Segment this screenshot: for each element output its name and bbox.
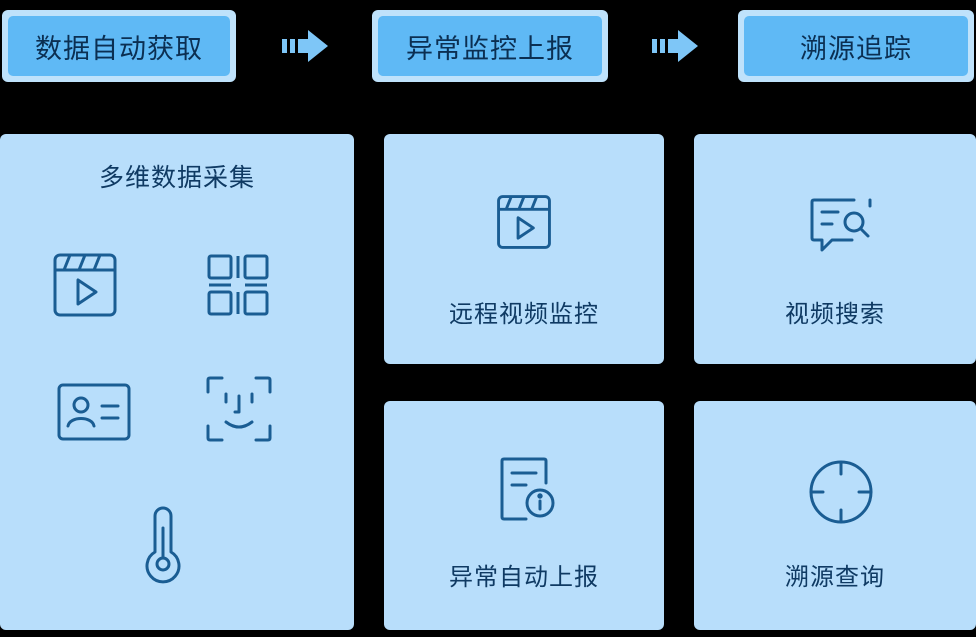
trace-query-label: 溯源查询: [785, 563, 885, 591]
flow-arrow-icon: [652, 30, 698, 62]
stage-header-data-acquisition: 数据自动获取: [2, 10, 236, 82]
flow-arrow-icon: [282, 30, 328, 62]
remote-monitor-label: 远程视频监控: [449, 300, 599, 328]
stage-title: 数据自动获取: [8, 16, 230, 76]
collection-title: 多维数据采集: [98, 163, 255, 192]
trace-query-card[interactable]: 溯源查询: [694, 401, 976, 630]
auto-report-label: 异常自动上报: [449, 563, 599, 591]
video-icon: [52, 252, 118, 318]
auto-report-card[interactable]: 异常自动上报: [384, 401, 664, 630]
stage-title: 异常监控上报: [378, 16, 602, 76]
thermometer-icon: [140, 506, 186, 584]
search-message-icon: [808, 194, 874, 254]
remote-monitor-card[interactable]: 远程视频监控: [384, 134, 664, 364]
id-card-icon: [56, 382, 132, 442]
face-scan-icon: [204, 374, 274, 444]
stage-header-traceability: 溯源追踪: [738, 10, 974, 82]
collection-card: 多维数据采集: [0, 134, 354, 630]
crosshair-icon: [808, 459, 874, 525]
video-search-card[interactable]: 视频搜索: [694, 134, 976, 364]
qr-code-icon: [205, 252, 271, 318]
video-icon: [496, 194, 552, 250]
stage-header-anomaly-report: 异常监控上报: [372, 10, 608, 82]
document-alert-icon: [498, 455, 558, 523]
stage-title: 溯源追踪: [744, 16, 968, 76]
video-search-label: 视频搜索: [785, 300, 885, 328]
